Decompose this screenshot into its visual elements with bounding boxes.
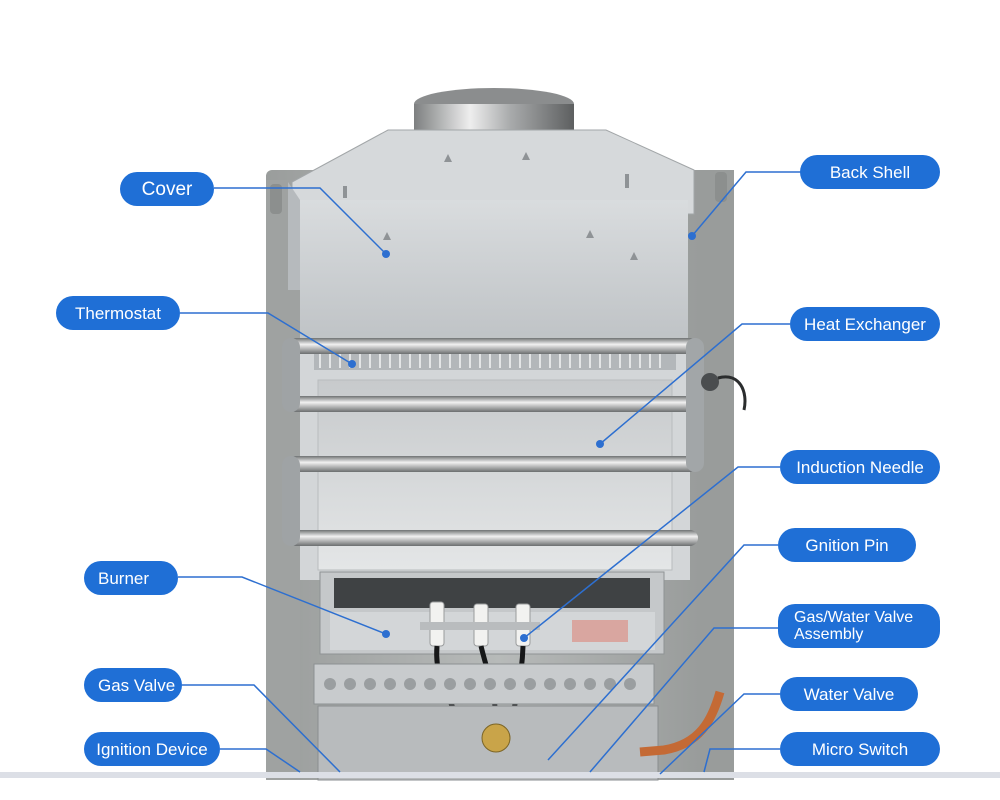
label-gas-water-valve-line2: Assembly (794, 626, 864, 643)
sensor-wire (717, 375, 747, 411)
label-induction-needle: Induction Needle (780, 450, 940, 484)
label-gas-water-valve-line1: Gas/Water Valve (794, 609, 914, 626)
cover-tabs (343, 152, 638, 260)
label-back-shell-text: Back Shell (829, 162, 911, 182)
label-micro-switch-text: Micro Switch (811, 739, 909, 759)
label-burner: Burner (84, 561, 178, 595)
cover-left-fold (288, 182, 300, 290)
burner-window (334, 578, 650, 608)
label-thermostat-text: Thermostat (75, 303, 161, 323)
copper-pipe (639, 690, 725, 757)
image-bottom-edge (0, 772, 1000, 778)
label-micro-switch: Micro Switch (780, 732, 940, 766)
flue-collar (414, 104, 574, 134)
label-gnition-pin: Gnition Pin (778, 528, 916, 562)
label-ignition-device: Ignition Device (84, 732, 220, 766)
gas-valve-fitting (481, 723, 511, 753)
label-thermostat: Thermostat (56, 296, 180, 330)
label-burner-text: Burner (98, 568, 150, 588)
label-water-valve-text: Water Valve (803, 684, 895, 704)
label-back-shell: Back Shell (800, 155, 940, 189)
water-heater-unit (0, 88, 1000, 781)
label-ignition-device-text: Ignition Device (96, 739, 208, 759)
sensor-fitting (701, 373, 719, 391)
label-gas-valve-text: Gas Valve (98, 675, 176, 695)
label-gas-valve: Gas Valve (84, 668, 182, 702)
label-cover: Cover (120, 172, 214, 206)
label-induction-needle-text: Induction Needle (796, 457, 924, 477)
burner-tag (572, 620, 628, 642)
cover-panel (300, 200, 688, 340)
label-water-valve: Water Valve (780, 677, 918, 711)
label-gnition-pin-text: Gnition Pin (805, 535, 889, 555)
nozzle-row (324, 678, 636, 690)
label-cover-text: Cover (141, 178, 193, 200)
shell-tab-left (270, 184, 282, 214)
label-gas-water-valve-assembly: Gas/Water Valve Assembly (778, 604, 940, 648)
label-heat-exchanger-text: Heat Exchanger (804, 314, 926, 334)
leader-dots (348, 232, 696, 642)
label-heat-exchanger: Heat Exchanger (790, 307, 940, 341)
heat-exchanger-tubes (282, 338, 704, 546)
leader-lines (178, 171, 802, 775)
shell-tab-right (715, 172, 727, 202)
